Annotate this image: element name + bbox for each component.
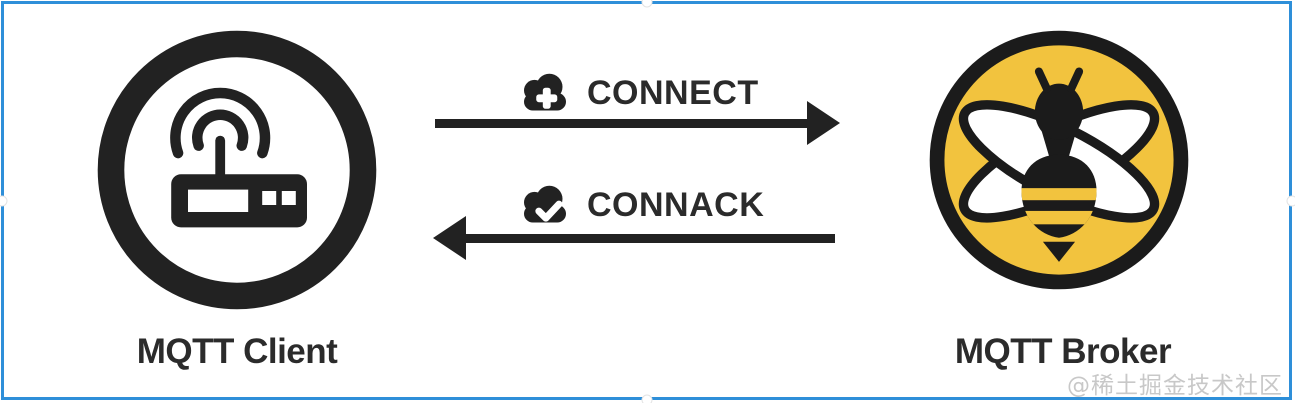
cloud-check-icon: [524, 185, 566, 223]
selection-handle-bottom[interactable]: [641, 394, 653, 403]
arrow-head: [433, 216, 466, 260]
arrow-head: [807, 101, 840, 145]
connect-label: CONNECT: [587, 73, 759, 112]
connack-arrow-left: [433, 216, 835, 260]
arrow-shaft: [461, 234, 835, 243]
connack-label: CONNACK: [587, 185, 765, 224]
selection-handle-top[interactable]: [641, 0, 653, 8]
bee-icon: [929, 30, 1189, 290]
wireless-router-icon: [97, 30, 377, 310]
mqtt-client-node: [97, 30, 377, 310]
mqtt-client-label: MQTT Client: [136, 332, 338, 371]
watermark-text: @稀土掘金技术社区: [1067, 373, 1283, 399]
connect-message: CONNECT: [517, 70, 759, 116]
connack-message: CONNACK: [517, 182, 764, 228]
cloud-plus-icon: [524, 73, 566, 111]
selection-handle-left[interactable]: [0, 195, 8, 207]
connect-arrow-right: [435, 101, 840, 145]
mqtt-broker-node: [925, 26, 1193, 294]
mqtt-broker-label: MQTT Broker: [954, 332, 1172, 371]
arrow-shaft: [435, 119, 812, 128]
selection-handle-right[interactable]: [1286, 195, 1295, 207]
